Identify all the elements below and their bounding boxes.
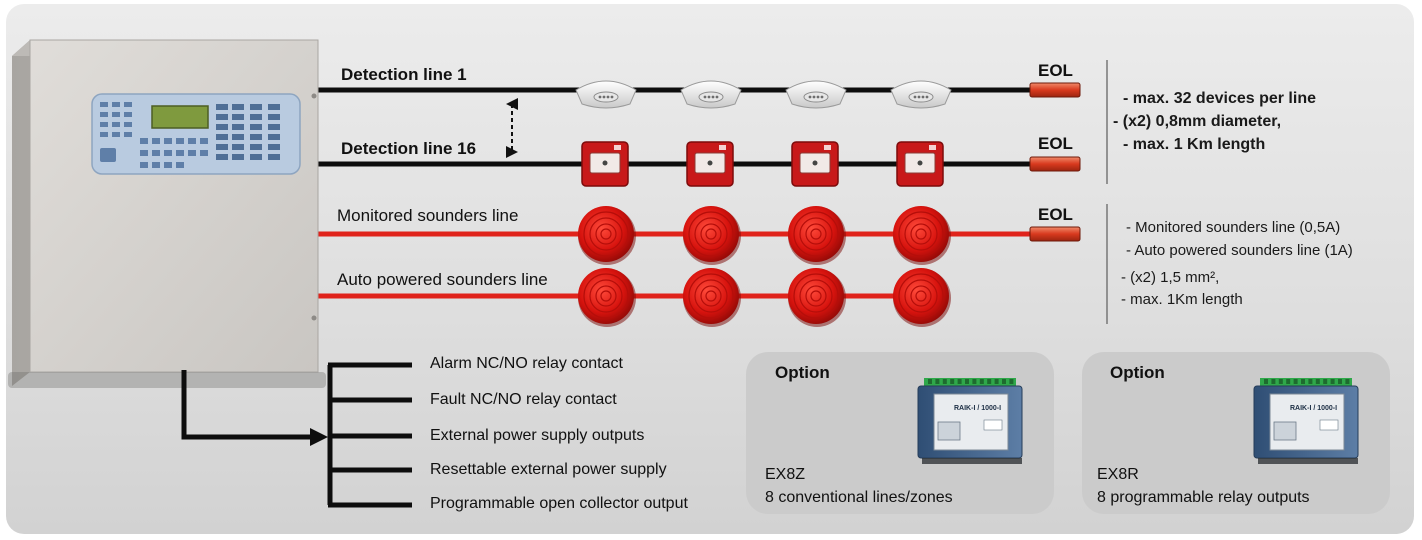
sounder-icon	[893, 268, 951, 327]
option-code: EX8R	[1097, 466, 1139, 483]
output-label: Resettable external power supply	[430, 461, 667, 478]
sounder-note: - Monitored sounders line (0,5A)	[1126, 219, 1341, 236]
detection-note: - (x2) 0,8mm diameter,	[1113, 113, 1282, 130]
option-code: EX8Z	[765, 466, 806, 483]
detection-note: - max. 32 devices per line	[1123, 90, 1316, 107]
output-label: Programmable open collector output	[430, 495, 688, 512]
sounder-note: - Auto powered sounders line (1A)	[1126, 242, 1353, 259]
eol-label: EOL	[1038, 134, 1073, 153]
eol-resistor-icon	[1029, 226, 1081, 242]
sounder-note: - (x2) 1,5 mm²,	[1121, 269, 1220, 286]
smoke-detector-icon	[680, 80, 742, 109]
detection-line-16-label: Detection line 16	[341, 139, 477, 158]
option-title: Option	[1110, 363, 1165, 382]
sounder-icon	[788, 206, 846, 265]
sounder-icon	[683, 268, 741, 327]
output-label: External power supply outputs	[430, 427, 645, 444]
option-description: 8 conventional lines/zones	[765, 489, 953, 506]
detection-line-1-label: Detection line 1	[341, 65, 467, 84]
manual-call-point-icon	[686, 141, 734, 187]
detection-note: - max. 1 Km length	[1123, 136, 1266, 153]
outputs-arrow-icon	[310, 428, 328, 446]
auto-sounders-label: Auto powered sounders line	[337, 270, 548, 289]
svg-text:RAIK-I / 1000-I: RAIK-I / 1000-I	[1290, 405, 1337, 412]
outputs-connector	[181, 362, 412, 508]
smoke-detector-icon	[575, 80, 637, 109]
smoke-detector-icon	[785, 80, 847, 109]
monitored-sounders-label: Monitored sounders line	[337, 206, 519, 225]
eol-label: EOL	[1038, 205, 1073, 224]
sounder-icon	[683, 206, 741, 265]
sounder-note: - max. 1Km length	[1121, 291, 1243, 308]
option-title: Option	[775, 363, 830, 382]
sounder-icon	[893, 206, 951, 265]
eol-label: EOL	[1038, 61, 1073, 80]
sounder-icon	[578, 268, 636, 327]
sounder-icon	[788, 268, 846, 327]
smoke-detector-icon	[890, 80, 952, 109]
output-label: Alarm NC/NO relay contact	[430, 355, 623, 372]
manual-call-point-icon	[896, 141, 944, 187]
relay-module-icon: RAIK-I / 1000-I	[917, 378, 1023, 464]
eol-resistor-icon	[1029, 156, 1081, 172]
control-panel-icon	[8, 39, 326, 388]
relay-module-icon: RAIK-I / 1000-I	[1253, 378, 1359, 464]
manual-call-point-icon	[791, 141, 839, 187]
output-label: Fault NC/NO relay contact	[430, 391, 617, 408]
svg-text:RAIK-I / 1000-I: RAIK-I / 1000-I	[954, 405, 1001, 412]
option-description: 8 programmable relay outputs	[1097, 489, 1310, 506]
eol-resistor-icon	[1029, 82, 1081, 98]
manual-call-point-icon	[581, 141, 629, 187]
sounder-icon	[578, 206, 636, 265]
